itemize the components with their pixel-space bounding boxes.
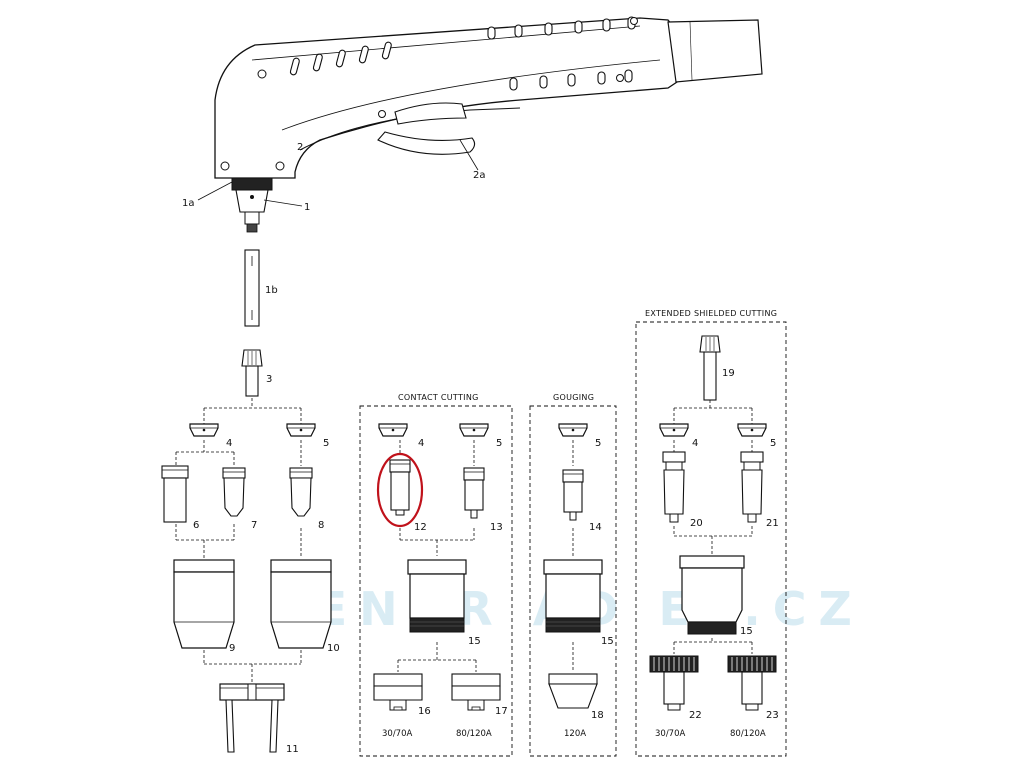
label-contact-5: 5 [496, 438, 502, 449]
highlight-circle [376, 452, 424, 528]
extended-part-15 [679, 555, 745, 635]
part-7-tip [222, 467, 246, 517]
label-8: 8 [318, 520, 324, 531]
extended-box [635, 321, 787, 757]
amp-22: 30/70A [655, 729, 685, 739]
part-19-electrode [699, 335, 721, 401]
label-extended-15: 15 [740, 626, 753, 637]
part-20-electrode [662, 451, 686, 523]
label-2: 2 [297, 142, 303, 153]
amp-17: 80/120A [456, 729, 492, 739]
label-11: 11 [286, 744, 299, 755]
part-16-cap [373, 673, 423, 711]
part-3-electrode [241, 349, 263, 397]
label-2a: 2a [473, 170, 486, 181]
part-9-shield-cup [173, 559, 235, 649]
part-12-tip [389, 459, 411, 516]
part-4-swirl-ring [189, 423, 219, 437]
part-18-deflector [548, 673, 598, 709]
part-5-swirl-ring [286, 423, 316, 437]
section-contact-cutting: CONTACT CUTTING [398, 393, 479, 402]
part-6-tip [161, 465, 189, 523]
extended-part-4 [659, 423, 689, 437]
contact-part-4 [378, 423, 408, 437]
extended-part-5 [737, 423, 767, 437]
label-extended-4: 4 [692, 438, 698, 449]
label-gouging-5: 5 [595, 438, 601, 449]
gouging-box [529, 405, 617, 757]
label-1a: 1a [182, 198, 195, 209]
label-16: 16 [418, 706, 431, 717]
label-17: 17 [495, 706, 508, 717]
label-14: 14 [589, 522, 602, 533]
part-14-tip [562, 469, 584, 521]
amp-16: 30/70A [382, 729, 412, 739]
gouging-part-15 [543, 559, 603, 633]
part-22-cap [649, 655, 699, 711]
label-18: 18 [591, 710, 604, 721]
label-6: 6 [193, 520, 199, 531]
section-extended-shielded-cutting: EXTENDED SHIELDED CUTTING [645, 309, 777, 318]
part-10-shield-cup [270, 559, 332, 649]
contact-part-15 [407, 559, 467, 633]
section-gouging: GOUGING [553, 393, 594, 402]
label-contact-4: 4 [418, 438, 424, 449]
part-21-electrode [740, 451, 764, 523]
contact-cutting-box [359, 405, 513, 757]
label-5: 5 [323, 438, 329, 449]
label-20: 20 [690, 518, 703, 529]
label-12: 12 [414, 522, 427, 533]
label-contact-15: 15 [468, 636, 481, 647]
label-9: 9 [229, 643, 235, 654]
label-22: 22 [689, 710, 702, 721]
label-gouging-15: 15 [601, 636, 614, 647]
amp-23: 80/120A [730, 729, 766, 739]
part-13-tip [463, 467, 485, 519]
label-1: 1 [304, 202, 310, 213]
contact-part-5 [459, 423, 489, 437]
label-extended-5: 5 [770, 438, 776, 449]
gouging-part-5 [558, 423, 588, 437]
label-19: 19 [722, 368, 735, 379]
part-1b-rod [244, 249, 260, 327]
part-8-tip [289, 467, 313, 517]
label-7: 7 [251, 520, 257, 531]
torch-handle [214, 16, 763, 233]
label-4: 4 [226, 438, 232, 449]
part-11-spacer-guide [219, 683, 285, 753]
label-21: 21 [766, 518, 779, 529]
label-1b: 1b [265, 285, 278, 296]
label-10: 10 [327, 643, 340, 654]
part-23-cap [727, 655, 777, 711]
label-13: 13 [490, 522, 503, 533]
label-23: 23 [766, 710, 779, 721]
label-3: 3 [266, 374, 272, 385]
part-17-cap [451, 673, 501, 711]
amp-18: 120A [564, 729, 586, 739]
